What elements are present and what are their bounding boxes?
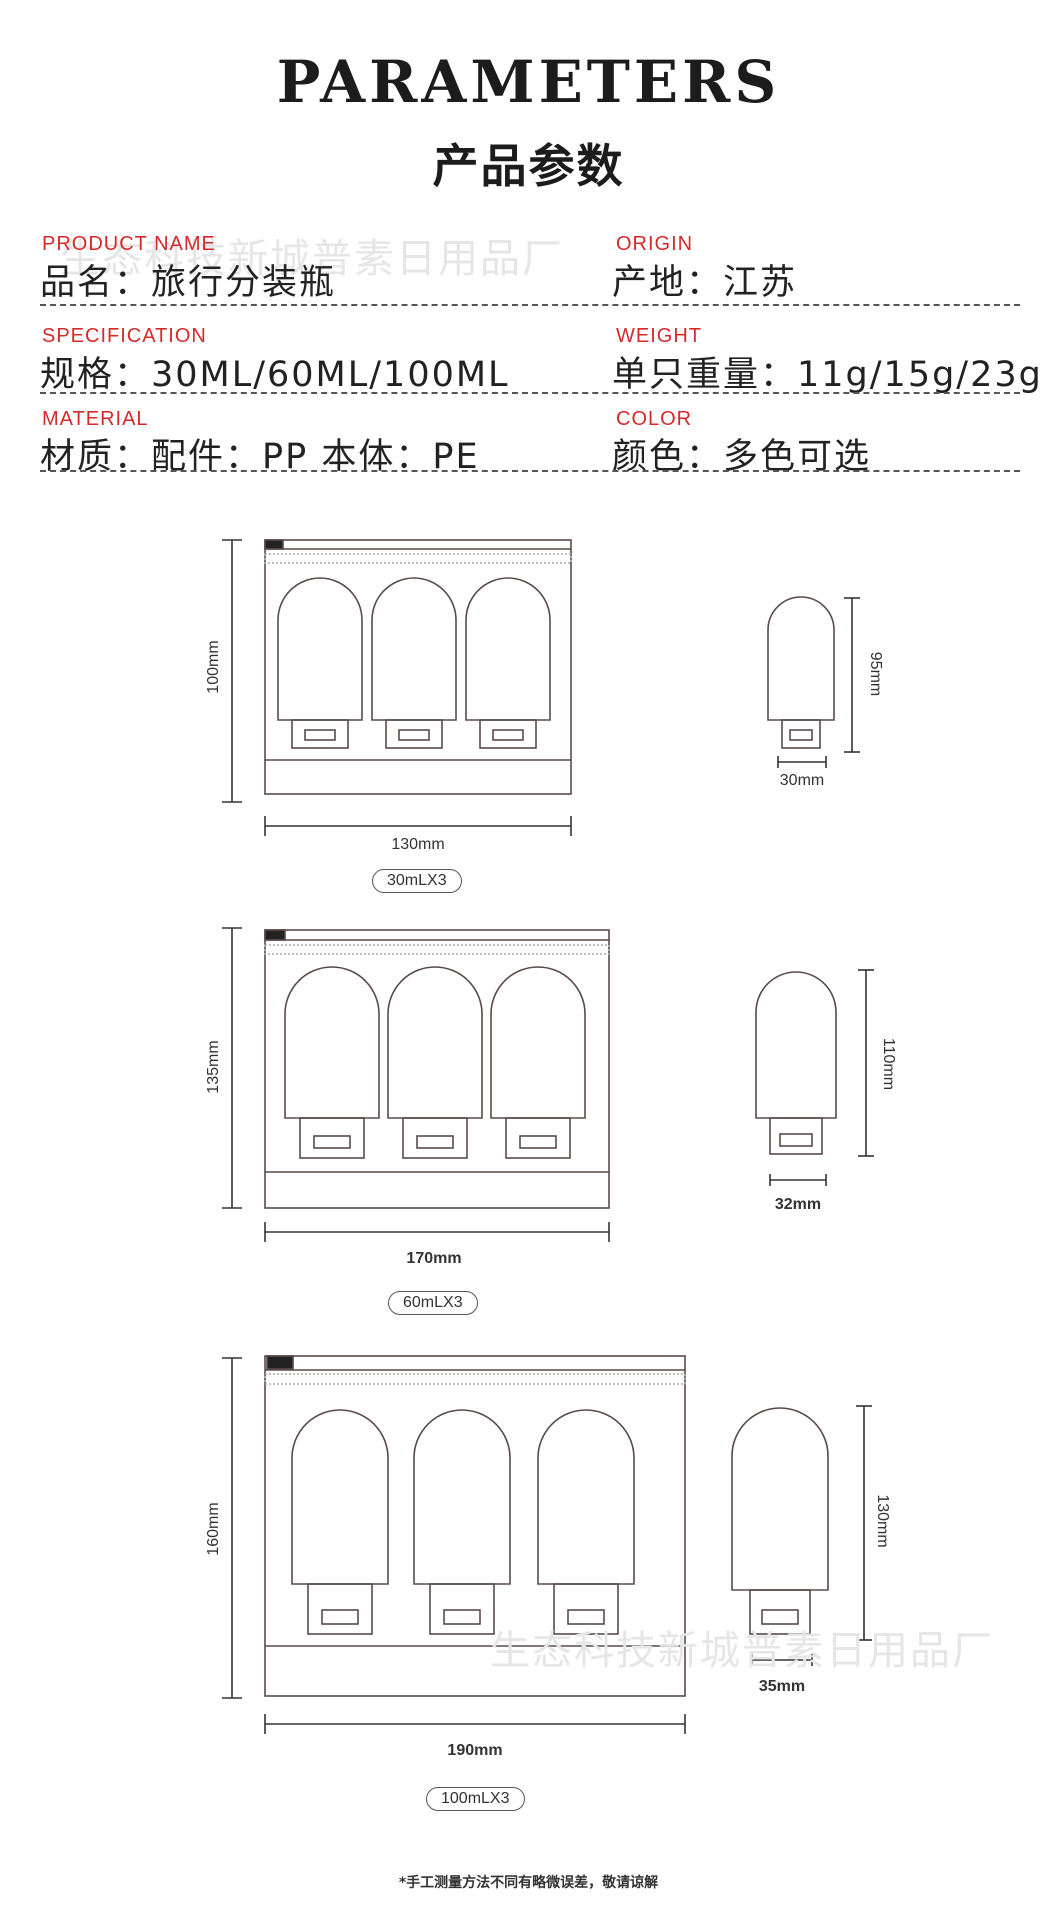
watermark-top: 生态科技新城普素日用品厂 bbox=[60, 236, 564, 282]
diagram1-height-label: 100mm bbox=[205, 640, 222, 694]
divider-3 bbox=[40, 470, 1020, 472]
page-title-en: PARAMETERS bbox=[276, 48, 781, 116]
diagram3-tag: 100mLX3 bbox=[426, 1787, 525, 1811]
origin-value: 产地：江苏 bbox=[612, 263, 798, 303]
weight-value: 单只重量：11g/15g/23g bbox=[612, 355, 1043, 395]
product-name-label: PRODUCT NAME bbox=[42, 233, 216, 255]
diagram-60ml-bag bbox=[222, 927, 874, 1242]
diagram2-bottle-height: 110mm bbox=[880, 1037, 897, 1091]
weight-label: WEIGHT bbox=[616, 325, 702, 347]
specification-value: 规格：30ML/60ML/100ML bbox=[40, 355, 510, 395]
diagram3-bottle-height: 130mm bbox=[874, 1494, 891, 1548]
divider-2 bbox=[40, 392, 1020, 394]
diagram3-bottle-width: 35mm bbox=[758, 1678, 806, 1695]
watermark-bottom: 生态科技新城普素日用品厂 bbox=[490, 1628, 994, 1674]
diagram2-width-label: 170mm bbox=[406, 1250, 462, 1267]
diagram2-tag: 60mLX3 bbox=[388, 1291, 478, 1315]
origin-label: ORIGIN bbox=[616, 233, 694, 255]
page-title-cn: 产品参数 bbox=[432, 139, 625, 193]
diagram1-tag: 30mLX3 bbox=[372, 869, 462, 893]
diagram3-width-label: 190mm bbox=[447, 1742, 503, 1759]
specification-label: SPECIFICATION bbox=[42, 325, 207, 347]
diagram2-bottle-width: 32mm bbox=[774, 1196, 822, 1213]
diagram1-width-label: 130mm bbox=[391, 836, 445, 853]
color-label: COLOR bbox=[616, 408, 693, 430]
diagram-30ml-bag bbox=[222, 539, 860, 836]
diagram-100ml-bag bbox=[222, 1355, 872, 1734]
product-name-value: 品名：旅行分装瓶 bbox=[40, 263, 337, 303]
material-label: MATERIAL bbox=[42, 408, 149, 430]
footer-note: *手工测量方法不同有略微误差，敬请谅解 bbox=[398, 1875, 659, 1891]
diagram3-height-label: 160mm bbox=[205, 1502, 222, 1556]
diagram2-height-label: 135mm bbox=[205, 1040, 222, 1094]
diagram1-bottle-height: 95mm bbox=[867, 651, 884, 697]
diagram1-bottle-width: 30mm bbox=[779, 772, 825, 789]
divider-1 bbox=[40, 304, 1020, 306]
